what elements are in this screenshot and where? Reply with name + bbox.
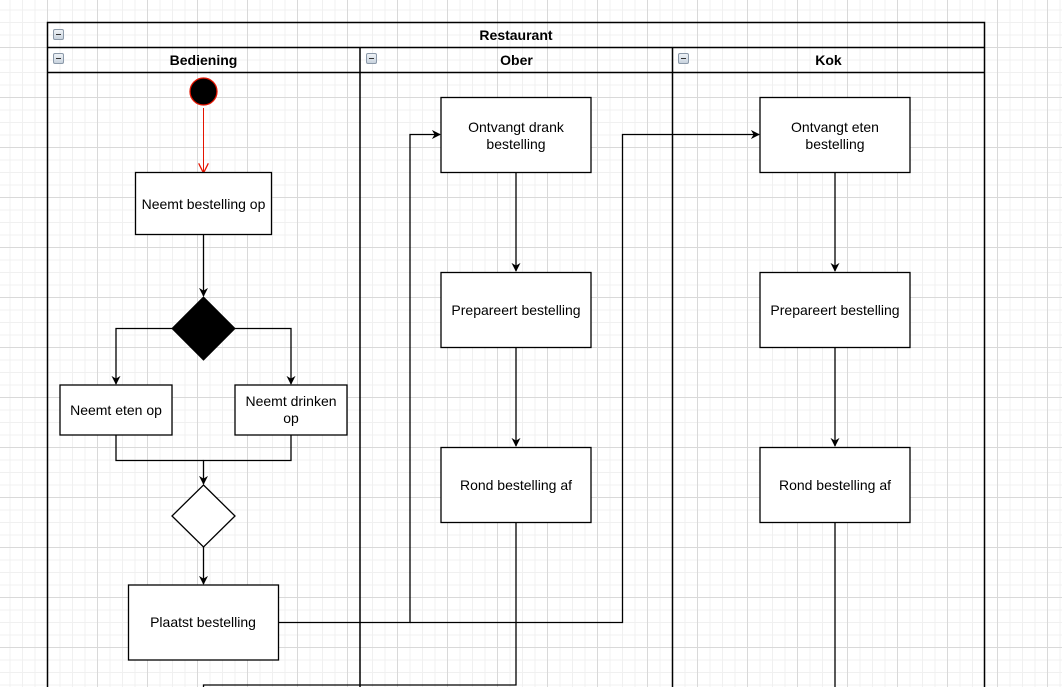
label-ober-rond-af: Rond bestelling af: [459, 477, 573, 493]
label-plaatst-bestelling: Plaatst bestelling: [150, 614, 256, 630]
label-neemt-drinken-op: Neemt drinken op: [245, 393, 337, 426]
pool-restaurant[interactable]: [46, 21, 986, 687]
edge-neemt-eten-to-merge[interactable]: [115, 435, 204, 462]
edge-plaatst-to-ober-ontvangt[interactable]: [278, 130, 441, 624]
collapse-pool-icon[interactable]: [53, 29, 64, 40]
label-neemt-eten-op: Neemt eten op: [70, 401, 162, 418]
node-ober-rond-af[interactable]: [440, 446, 592, 524]
fork-decision-node[interactable]: [171, 296, 236, 361]
label-kok-prepareert: Prepareert bestelling: [770, 302, 900, 318]
label-kok-rond-af: Rond bestelling af: [778, 477, 892, 493]
lane-title-ober: Ober: [500, 52, 533, 68]
pool-title: Restaurant: [479, 27, 553, 43]
edge-plaatst-to-kok-ontvangt[interactable]: [410, 130, 760, 624]
edge-fork-to-neemt-drinken[interactable]: [235, 327, 296, 385]
collapse-lane-bediening-icon[interactable]: [53, 53, 64, 64]
edge-ober-rond-af-out[interactable]: [202, 522, 517, 687]
node-neemt-bestelling-op[interactable]: [134, 171, 273, 236]
node-ober-prepareert[interactable]: [440, 271, 592, 349]
lane-title-bediening: Bediening: [169, 52, 238, 68]
edge-fork-to-neemt-eten[interactable]: [111, 327, 172, 385]
node-neemt-drinken-op[interactable]: [234, 384, 348, 436]
node-neemt-eten-op[interactable]: [59, 384, 173, 436]
label-ober-prepareert: Prepareert bestelling: [451, 302, 581, 318]
collapse-lane-ober-icon[interactable]: [366, 53, 377, 64]
node-kok-ontvangt-eten[interactable]: [759, 96, 911, 174]
node-kok-prepareert[interactable]: [759, 271, 911, 349]
label-kok-ontvangt: Ontvangt eten bestelling: [791, 118, 879, 152]
node-kok-rond-af[interactable]: [759, 446, 911, 524]
node-plaatst-bestelling[interactable]: [127, 584, 280, 661]
start-node[interactable]: [189, 77, 218, 106]
lane-title-kok: Kok: [815, 52, 842, 68]
label-ober-ontvangt: Ontvangt drank bestelling: [468, 118, 564, 152]
collapse-lane-kok-icon[interactable]: [678, 53, 689, 64]
label-neemt-bestelling-op: Neemt bestelling op: [141, 195, 266, 212]
merge-decision-node[interactable]: [171, 484, 236, 548]
node-ober-ontvangt-drank[interactable]: [440, 96, 592, 174]
edge-neemt-drinken-to-merge[interactable]: [199, 435, 292, 485]
